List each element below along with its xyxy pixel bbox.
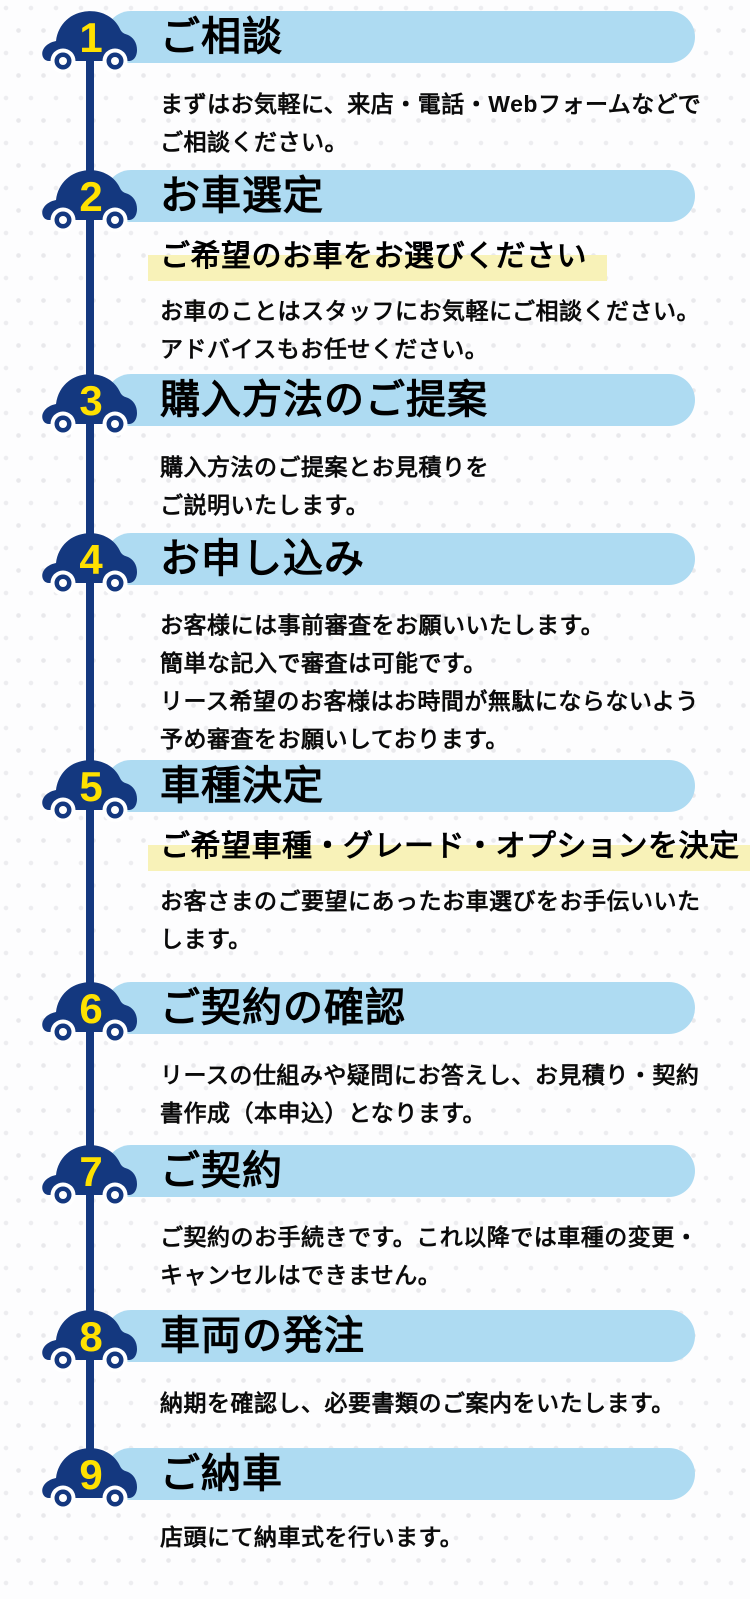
step-header-bar: お車選定 [105, 170, 695, 222]
car-icon: 8 [39, 1308, 143, 1372]
step-number: 5 [79, 763, 103, 810]
step-number: 2 [79, 173, 103, 220]
step-description: 店頭にて納車式を行います。 [160, 1524, 464, 1550]
step-number: 6 [79, 985, 103, 1032]
step-description: お客様には事前審査をお願いいたします。 簡単な記入で審査は可能です。 リース希望… [160, 612, 699, 752]
car-icon: 2 [39, 168, 143, 232]
step-description: お車のことはスタッフにお気軽にご相談ください。 アドバイスもお任せください。 [160, 298, 701, 362]
step-description: 購入方法のご提案とお見積りを ご説明いたします。 [160, 454, 489, 518]
step-description: ご契約のお手続きです。これ以降では車種の変更・ キャンセルはできません。 [160, 1224, 699, 1288]
step-header-bar: 車種決定 [105, 760, 695, 812]
timeline-connector [86, 45, 94, 1465]
step-title: 車両の発注 [160, 1314, 365, 1358]
step-header-bar: お申し込み [105, 533, 695, 585]
step-header-bar: 車両の発注 [105, 1310, 695, 1362]
step-title: 購入方法のご提案 [160, 378, 488, 422]
step-description: 納期を確認し、必要書類のご案内をいたします。 [160, 1390, 675, 1416]
step-number: 9 [79, 1451, 103, 1498]
step-title: ご契約 [160, 1149, 283, 1193]
car-icon: 1 [39, 9, 143, 73]
car-icon: 6 [39, 980, 143, 1044]
step-description: お客さまのご要望にあったお車選びをお手伝いいた します。 [160, 888, 701, 952]
step-header-bar: ご納車 [105, 1448, 695, 1500]
step-number: 4 [79, 536, 103, 583]
step-header-bar: ご相談 [105, 11, 695, 63]
step-number: 8 [79, 1313, 103, 1360]
step-title: お申し込み [160, 537, 365, 581]
step-title: お車選定 [160, 174, 324, 218]
step-header-bar: ご契約 [105, 1145, 695, 1197]
car-icon: 5 [39, 758, 143, 822]
car-icon: 9 [39, 1446, 143, 1510]
step-title: ご相談 [160, 15, 283, 59]
step-number: 7 [79, 1148, 103, 1195]
step-header-bar: 購入方法のご提案 [105, 374, 695, 426]
car-icon: 3 [39, 372, 143, 436]
step-title: ご納車 [160, 1452, 283, 1496]
step-description: リースの仕組みや疑問にお答えし、お見積り・契約 書作成（本申込）となります。 [160, 1062, 700, 1126]
step-number: 3 [79, 377, 103, 424]
step-header-bar: ご契約の確認 [105, 982, 695, 1034]
step-title: ご契約の確認 [160, 986, 406, 1030]
car-icon: 4 [39, 531, 143, 595]
step-subtitle-highlight: ご希望車種・グレード・オプションを決定 [148, 831, 750, 871]
step-number: 1 [79, 14, 103, 61]
step-title: 車種決定 [160, 764, 324, 808]
step-description: まずはお気軽に、来店・電話・Webフォームなどで ご相談ください。 [160, 91, 702, 155]
step-subtitle-highlight: ご希望のお車をお選びください [148, 241, 607, 281]
car-icon: 7 [39, 1143, 143, 1207]
